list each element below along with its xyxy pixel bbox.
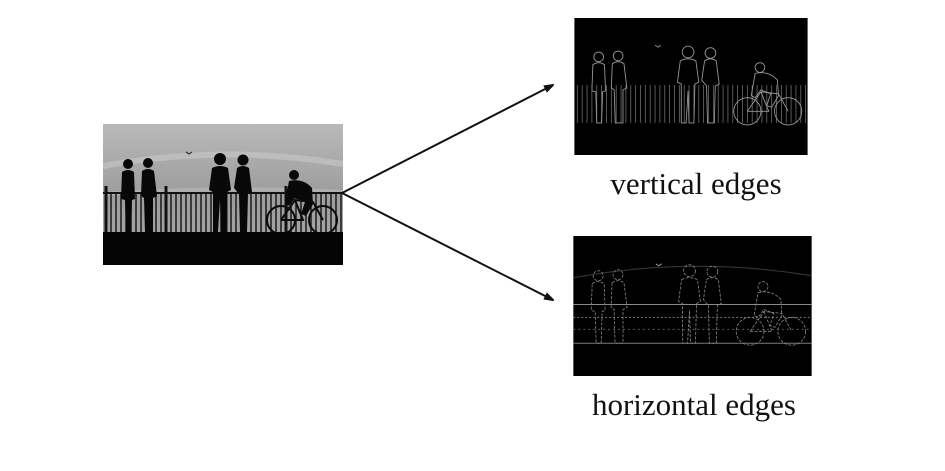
vertical-edges-label: vertical edges [610,166,782,201]
input-image [103,124,343,265]
arrow-to-vertical [341,85,553,194]
bird-icon [185,151,193,155]
arrow-to-horizontal [341,192,553,300]
horizontal-edges-image [573,236,812,376]
horizontal-edges-label: horizontal edges [591,387,796,422]
vertical-edges-image [574,18,808,155]
